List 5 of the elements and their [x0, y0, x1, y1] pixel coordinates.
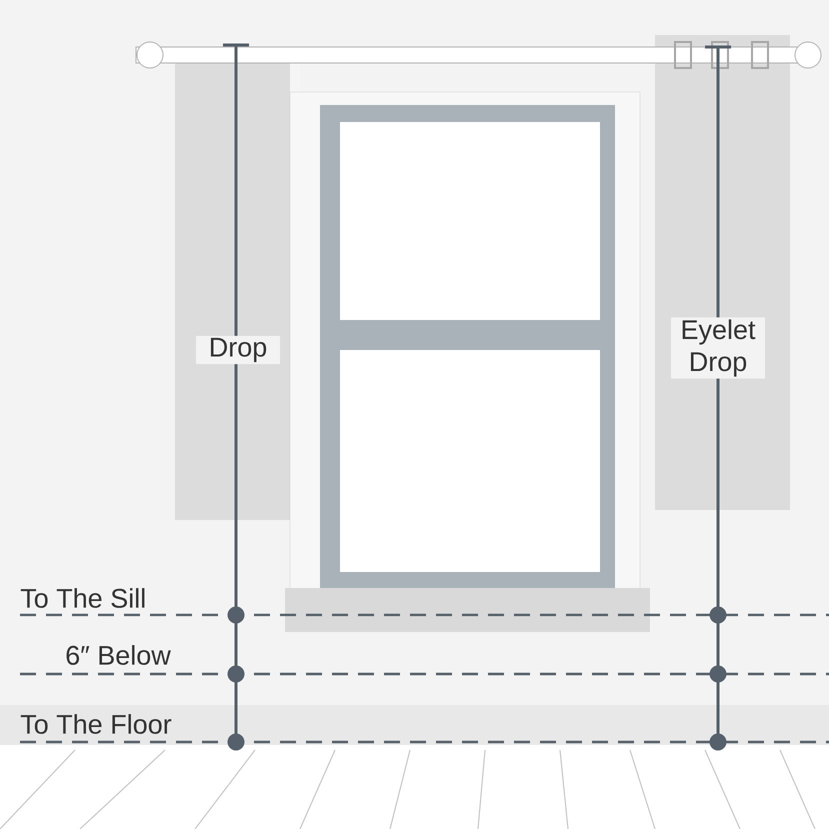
measurement-label: Drop [196, 336, 280, 364]
measurement-label: 6″ Below [66, 645, 171, 665]
measurement-label: To The Floor [20, 714, 172, 734]
measurement-label: To The Sill [20, 588, 144, 608]
measurement-label: Eyelet Drop [671, 317, 766, 379]
